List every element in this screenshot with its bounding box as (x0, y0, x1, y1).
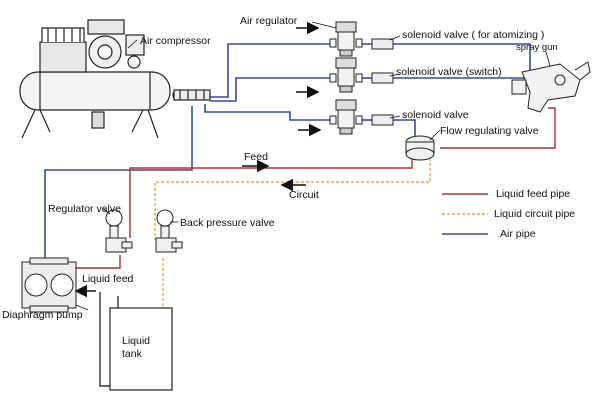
label-circuit: Circuit (289, 189, 319, 201)
label-flow-regulating-valve: Flow regulating valve (440, 125, 539, 137)
label-liquid-tank-line1: Liquid (122, 335, 150, 347)
leader-lines (75, 21, 551, 311)
legend-label-liquid-feed: Liquid feed pipe (496, 188, 570, 200)
label-solenoid-atomizing: solenoid valve ( for atomizing ) (402, 29, 544, 41)
legend-item-air-pipe: Air pipe (442, 228, 536, 240)
label-back-pressure-valve: Back pressure valve (180, 217, 275, 229)
legend-label-liquid-circuit: Liquid circuit pipe (494, 208, 575, 220)
air-compressor (19, 19, 211, 139)
solenoid-valve-switch (371, 72, 394, 84)
label-solenoid-valve: solenoid valve (402, 109, 469, 121)
label-diaphragm-pump: Diaphragm pump (2, 309, 83, 321)
air-regulator-2 (329, 57, 363, 93)
flow-regulating-valve (405, 135, 435, 161)
label-regulator-valve: Regulator valve (48, 203, 121, 215)
diaphragm-pump (21, 257, 77, 313)
solenoid-valve-atomizing (371, 38, 394, 50)
label-spray-gun: spray gun (516, 42, 558, 53)
label-liquid-tank-line2: tank (122, 348, 143, 360)
air-regulator-3 (329, 99, 363, 135)
label-solenoid-switch: solenoid valve (switch) (396, 66, 502, 78)
label-liquid-feed: Liquid feed (82, 273, 134, 285)
liquid-tank (109, 307, 173, 391)
liquid-circuit-pipes (154, 158, 431, 310)
flow-arrows (74, 21, 322, 298)
label-air-regulator: Air regulator (240, 15, 298, 27)
air-regulator-1 (329, 21, 363, 57)
regulator-valve (105, 209, 133, 253)
legend-item-liquid-feed-pipe: Liquid feed pipe (442, 188, 570, 200)
back-pressure-valve (155, 209, 183, 253)
solenoid-valve-3 (371, 114, 394, 126)
liquid-feed-pipes (75, 107, 556, 269)
label-air-compressor: Air compressor (140, 35, 211, 47)
legend: Liquid feed pipe Liquid circuit pipe Air… (442, 188, 575, 240)
legend-item-liquid-circuit-pipe: Liquid circuit pipe (442, 208, 575, 220)
legend-label-air: Air pipe (500, 228, 536, 240)
spray-gun (511, 61, 591, 113)
label-feed: Feed (244, 151, 268, 163)
